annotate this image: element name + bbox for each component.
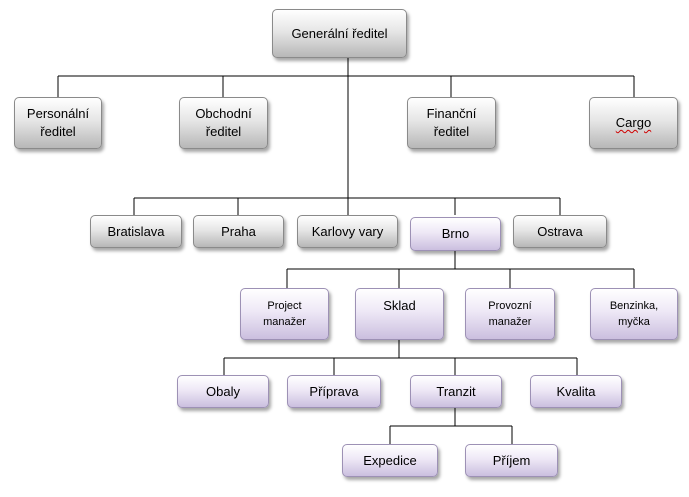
- node-label: Sklad: [383, 298, 416, 313]
- node-kvalita: Kvalita: [530, 375, 622, 408]
- node-label: Příjem: [492, 452, 531, 468]
- node-label: Provozní manažer: [488, 300, 532, 328]
- node-label: Finanční ředitel: [426, 106, 477, 139]
- node-financni-reditel: Finanční ředitel: [407, 97, 496, 149]
- node-label: Kvalita: [556, 383, 596, 399]
- node-label: Obchodní ředitel: [195, 106, 252, 139]
- node-priprava: Příprava: [287, 375, 381, 408]
- node-bratislava: Bratislava: [90, 215, 182, 248]
- node-obaly: Obaly: [177, 375, 269, 408]
- node-label: Praha: [221, 223, 256, 239]
- node-tranzit: Tranzit: [410, 375, 502, 408]
- node-label: Tranzit: [436, 383, 476, 399]
- node-label: Bratislava: [107, 223, 165, 239]
- node-label: Cargo: [615, 115, 652, 130]
- node-sklad: Sklad: [355, 288, 444, 340]
- node-label: Ostrava: [537, 223, 583, 239]
- node-label: Expedice: [363, 452, 417, 468]
- node-label: Project manažer: [263, 300, 306, 328]
- node-karlovy-vary: Karlovy vary: [297, 215, 398, 248]
- node-label: Brno: [441, 226, 470, 241]
- node-generalni-reditel: Generální ředitel: [272, 9, 407, 58]
- node-praha: Praha: [193, 215, 284, 248]
- node-provozni-manazer: Provozní manažer: [465, 288, 555, 340]
- node-label: Obaly: [206, 383, 240, 399]
- node-label: Generální ředitel: [291, 25, 388, 41]
- node-ostrava: Ostrava: [513, 215, 607, 248]
- node-prijem: Příjem: [465, 444, 558, 477]
- node-label: Benzinka, myčka: [609, 300, 659, 328]
- node-project-manazer: Project manažer: [240, 288, 329, 340]
- node-brno: Brno: [410, 217, 501, 251]
- node-label: Karlovy vary: [311, 223, 384, 239]
- node-personalni-reditel: Personální ředitel: [14, 97, 102, 149]
- node-label: Personální ředitel: [26, 106, 90, 139]
- node-cargo: Cargo: [589, 97, 678, 149]
- node-benzinka-mycka: Benzinka, myčka: [590, 288, 678, 340]
- node-expedice: Expedice: [342, 444, 438, 477]
- node-label: Příprava: [309, 383, 359, 399]
- node-obchodni-reditel: Obchodní ředitel: [179, 97, 268, 149]
